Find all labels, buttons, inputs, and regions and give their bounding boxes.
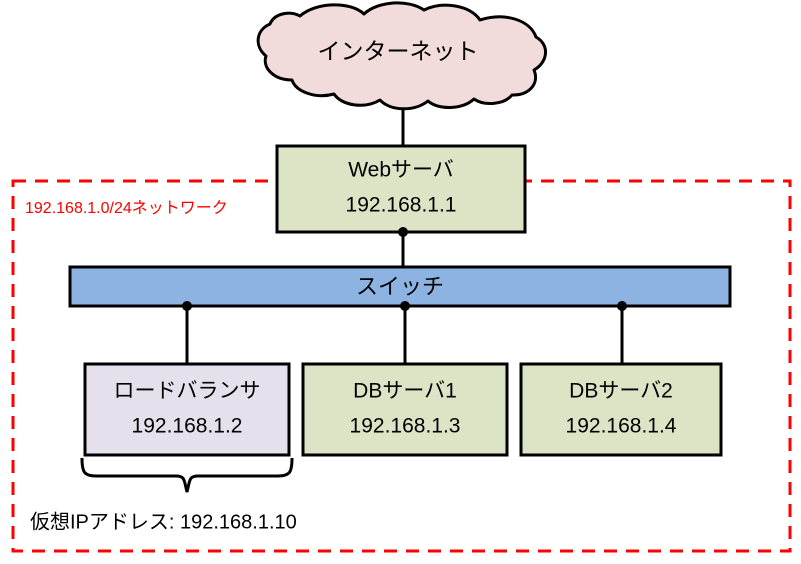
cloud-label: インターネット — [318, 38, 479, 64]
dbserver2-ip: 192.168.1.4 — [566, 415, 677, 438]
loadbalancer-ip: 192.168.1.2 — [132, 415, 243, 438]
connector-dot-dbserver1 — [400, 301, 410, 311]
switch-node[interactable]: スイッチ — [68, 265, 732, 308]
loadbalancer-box — [83, 362, 291, 457]
connector-dot-webserver — [398, 227, 408, 237]
webserver-node[interactable]: Webサーバ 192.168.1.1 — [275, 144, 527, 234]
switch-box — [68, 265, 732, 308]
dbserver2-node[interactable]: DBサーバ2 192.168.1.4 — [519, 362, 723, 457]
cloud-shape — [256, 1, 547, 111]
network-zone-label: 192.168.1.0/24ネットワーク — [25, 199, 228, 217]
internet-cloud-node[interactable]: インターネット — [256, 1, 547, 111]
dbserver2-name: DBサーバ2 — [569, 380, 673, 403]
connector-dot-loadbalancer — [182, 301, 192, 311]
dbserver2-box — [519, 362, 723, 457]
connector-dot-dbserver2 — [617, 301, 627, 311]
dbserver1-box — [301, 362, 509, 457]
switch-label: スイッチ — [356, 274, 444, 299]
virtual-ip-brace — [80, 457, 294, 493]
webserver-name: Webサーバ — [348, 159, 454, 182]
dbserver1-ip: 192.168.1.3 — [350, 415, 461, 438]
loadbalancer-name: ロードバランサ — [114, 380, 261, 403]
webserver-box — [275, 144, 527, 234]
loadbalancer-node[interactable]: ロードバランサ 192.168.1.2 — [83, 362, 291, 457]
virtual-ip-label: 仮想IPアドレス: 192.168.1.10 — [30, 510, 297, 533]
dbserver1-name: DBサーバ1 — [353, 380, 457, 403]
dbserver1-node[interactable]: DBサーバ1 192.168.1.3 — [301, 362, 509, 457]
webserver-ip: 192.168.1.1 — [346, 194, 457, 217]
